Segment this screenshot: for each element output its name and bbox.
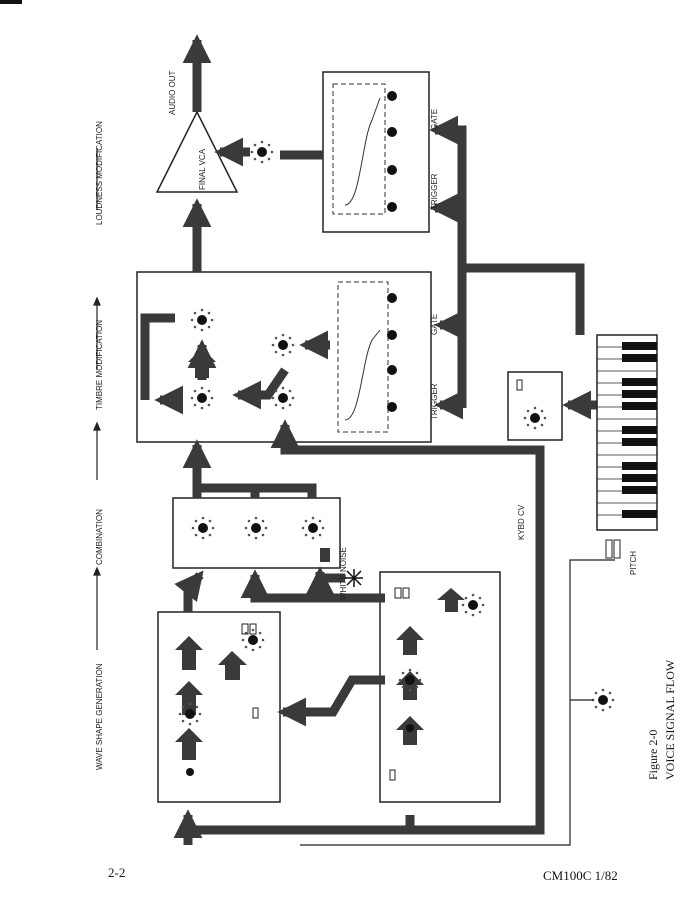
knob-vca-env-1 <box>387 202 397 212</box>
knob-mod-2 <box>406 724 414 732</box>
figure-number: Figure 2-0 <box>646 730 660 780</box>
stage-combination: COMBINATION <box>95 509 104 565</box>
oscillator-module <box>157 611 281 803</box>
knob-filter-c <box>271 386 295 410</box>
stage-loudness: LOUDNESS MODIFICATION <box>95 121 104 225</box>
knob-vca-env-3 <box>387 127 397 137</box>
knob-vca-env-2 <box>387 165 397 175</box>
knobs <box>178 91 615 776</box>
knob-kybd-cv <box>523 406 547 430</box>
vca-trigger-label: TRIGGER <box>430 173 439 210</box>
knob-filter-env-1 <box>387 402 397 412</box>
knob-osc-1 <box>178 702 202 726</box>
vca-envelope-curve <box>344 97 381 206</box>
vca-envelope-box <box>332 83 386 215</box>
knob-vca-final <box>250 140 274 164</box>
white-noise-star-icon <box>345 569 363 587</box>
internal-arrows <box>175 348 465 760</box>
knob-pitch <box>591 688 615 712</box>
knob-filter-env-3 <box>387 330 397 340</box>
knob-vca-env-4 <box>387 91 397 101</box>
vca-envelope-module <box>322 71 430 233</box>
filter-module <box>136 271 432 443</box>
knob-filter-b <box>190 386 214 410</box>
white-noise-label: WHITE NOISE <box>339 547 348 600</box>
knob-mixer-1 <box>191 516 215 540</box>
knob-mod-3 <box>461 593 485 617</box>
filter-envelope-box <box>337 281 389 433</box>
knob-mixer-2 <box>244 516 268 540</box>
knob-filter-env-2 <box>387 365 397 375</box>
knob-mod-1 <box>398 668 422 692</box>
pitch-label: PITCH <box>629 551 638 575</box>
page-number: 2-2 <box>108 865 125 880</box>
knob-osc-3 <box>241 628 265 652</box>
doc-id: CM100C 1/82 <box>543 868 618 883</box>
knob-osc-2 <box>186 768 194 776</box>
filter-gate-label: GATE <box>430 314 439 335</box>
knob-filter-d <box>271 333 295 357</box>
final-vca-label: FINAL VCA <box>198 148 207 190</box>
knob-filter-a <box>190 308 214 332</box>
kybd-cv-label: KYBD CV <box>517 504 526 540</box>
pitch-bus-line <box>300 559 615 846</box>
stage-wave-shape: WAVE SHAPE GENERATION <box>95 663 104 770</box>
mixer-module <box>172 497 341 569</box>
knob-mixer-3 <box>301 516 325 540</box>
stage-timbre: TIMBRE MODIFICATION <box>95 320 104 410</box>
corner-mark <box>0 0 22 4</box>
vca-gate-label: GATE <box>430 109 439 130</box>
signal-paths <box>140 34 600 845</box>
filter-envelope-curve <box>344 329 381 421</box>
filter-trigger-label: TRIGGER <box>430 383 439 420</box>
modulation-module <box>379 571 501 803</box>
stage-flow-arrows <box>93 148 101 650</box>
knob-filter-env-4 <box>387 293 397 303</box>
kybd-cv-module <box>507 371 563 441</box>
audio-out-label: AUDIO OUT <box>168 70 177 115</box>
figure-title: VOICE SIGNAL FLOW <box>663 659 677 780</box>
switches <box>241 379 621 781</box>
keyboard <box>596 334 658 531</box>
